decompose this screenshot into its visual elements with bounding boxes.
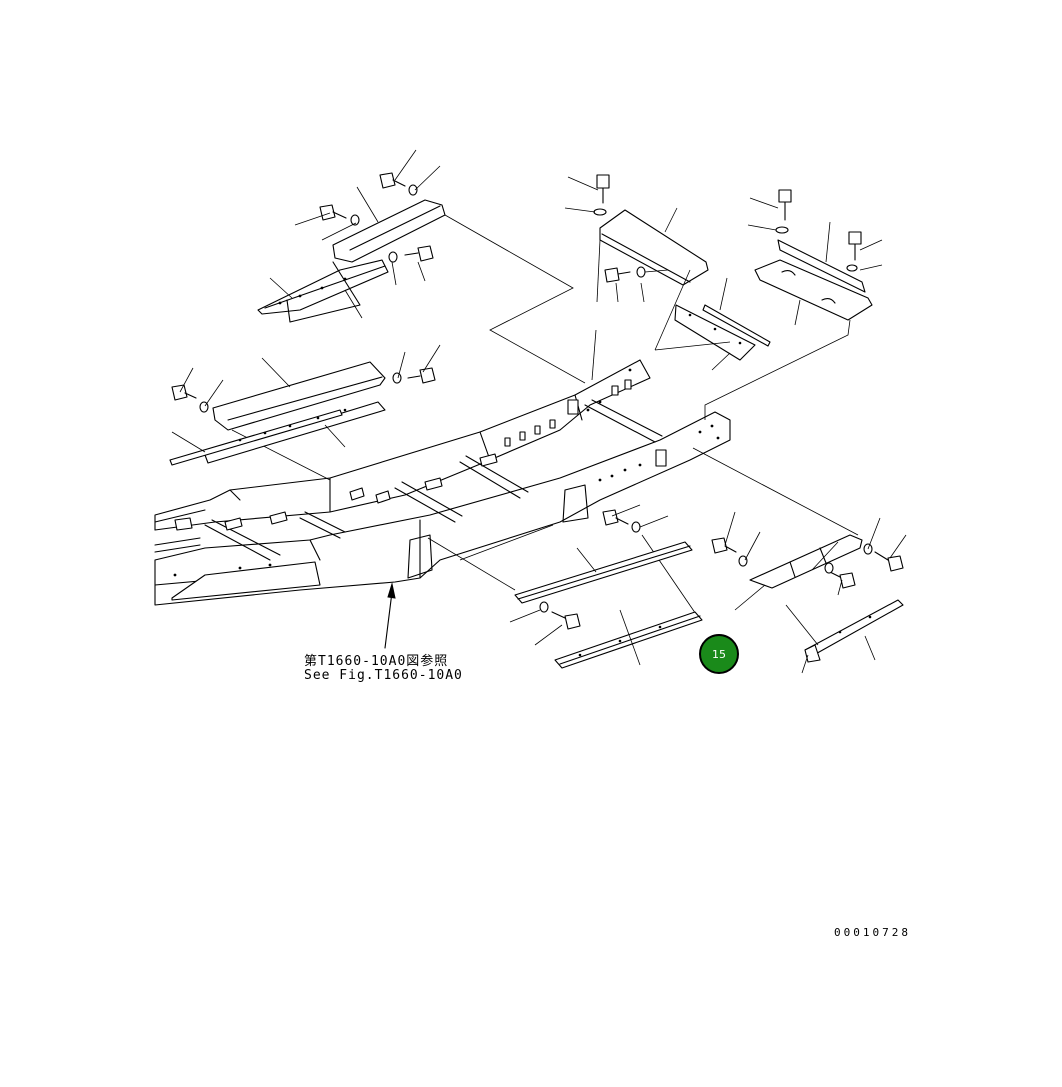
part-callout-badge[interactable]: 15	[699, 634, 739, 674]
reference-note-japanese: 第T1660-10A0図参照	[304, 654, 449, 669]
top-left-bracket-assembly	[257, 149, 446, 323]
center-plates	[654, 269, 771, 371]
bottom-right-plates	[711, 511, 907, 674]
reference-note-english: See Fig.T1660-10A0	[304, 668, 463, 683]
top-center-cover	[564, 174, 709, 303]
assembly-lines	[231, 214, 859, 621]
reference-arrow	[384, 582, 396, 649]
callout-label: 15	[712, 647, 726, 661]
top-right-cover	[747, 189, 883, 326]
main-frame	[154, 359, 731, 606]
bottom-center-plates	[509, 504, 703, 669]
left-middle-bracket	[169, 344, 441, 466]
drawing-number: 00010728	[834, 926, 911, 939]
